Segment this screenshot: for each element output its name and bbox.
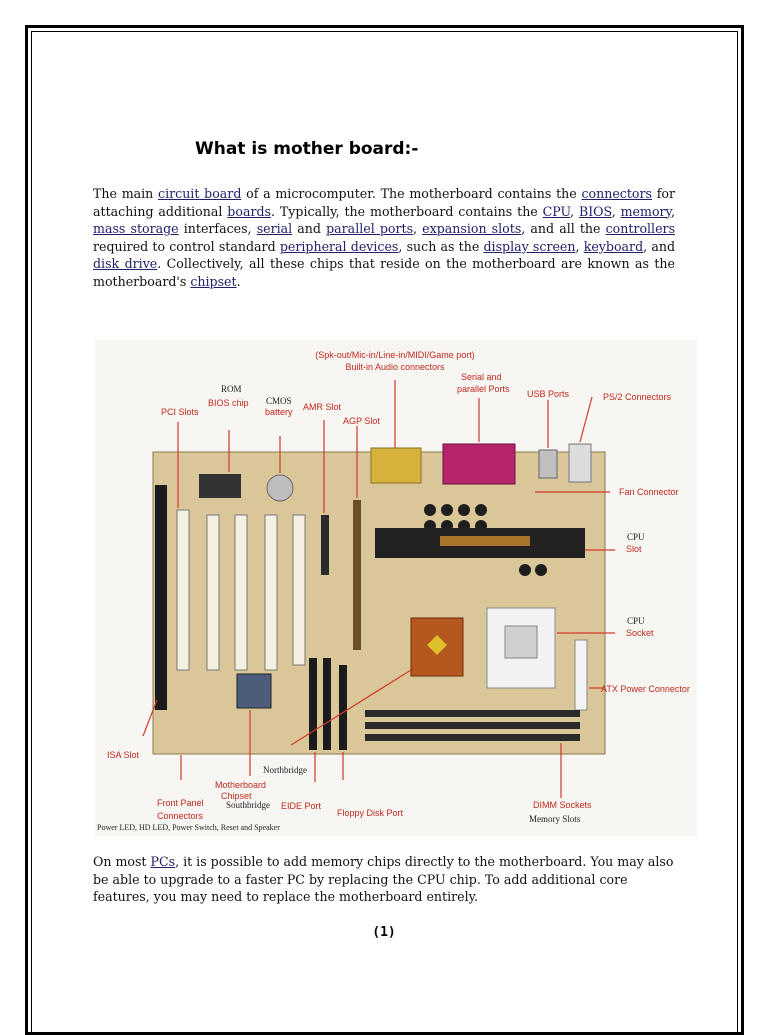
label-cpu-slot-2: Slot xyxy=(626,544,642,554)
label-amr-slot: AMR Slot xyxy=(303,402,342,412)
glossary-link[interactable]: circuit board xyxy=(158,186,242,201)
cmos-battery xyxy=(266,474,294,502)
paragraph-text: , xyxy=(413,221,423,237)
label-eide-port: EIDE Port xyxy=(281,801,322,811)
label-atx-power: ATX Power Connector xyxy=(601,684,690,694)
label-fan-connector: Fan Connector xyxy=(619,487,679,497)
southbridge-chip xyxy=(236,673,272,709)
glossary-link[interactable]: CPU xyxy=(542,203,571,219)
paragraph-text: , and xyxy=(643,238,676,254)
glossary-link[interactable]: disk drive xyxy=(93,256,158,272)
paragraph-text: The main xyxy=(93,186,159,201)
atx-power-connector xyxy=(574,639,588,711)
label-cpu-socket-2: Socket xyxy=(626,628,654,638)
label-floppy-port: Floppy Disk Port xyxy=(337,808,404,818)
paragraph-text: . Collectively, all these chips that res… xyxy=(93,256,675,289)
label-bios-chip: BIOS chip xyxy=(208,398,249,408)
glossary-link[interactable]: keyboard xyxy=(583,238,644,254)
paragraph-text: of a microcomputer. The motherboard cont… xyxy=(241,186,582,201)
serial-parallel-ports xyxy=(442,443,516,485)
label-isa-slot: ISA Slot xyxy=(107,750,140,760)
isa-slot xyxy=(155,485,167,710)
eide-port-1 xyxy=(309,658,317,750)
label-usb-ports: USB Ports xyxy=(527,389,570,399)
callout-arrows xyxy=(142,380,615,798)
label-pci-slots: PCI Slots xyxy=(161,407,199,417)
label-parallel-ports: parallel Ports xyxy=(457,384,510,394)
glossary-link[interactable]: mass storage xyxy=(93,221,179,237)
page-number: (1) xyxy=(372,925,396,940)
paragraph-text: On most xyxy=(93,854,151,869)
glossary-link[interactable]: serial xyxy=(256,221,293,237)
motherboard-diagram: (Spk-out/Mic-in/Line-in/MIDI/Game port) … xyxy=(95,340,697,836)
label-battery: battery xyxy=(265,407,293,417)
glossary-link[interactable]: memory xyxy=(620,203,671,219)
glossary-link[interactable]: chipset xyxy=(190,273,237,289)
paragraph-text: , xyxy=(570,203,579,219)
paragraph-text: required to control standard xyxy=(93,238,280,254)
label-chipset: Chipset xyxy=(221,791,252,801)
paragraph-text: . xyxy=(236,273,241,289)
glossary-link[interactable]: parallel ports xyxy=(326,221,414,237)
agp-slot xyxy=(353,500,361,650)
label-motherboard: Motherboard xyxy=(215,780,266,790)
ps2-connectors xyxy=(568,443,592,483)
paragraph-text: , and all the xyxy=(521,221,606,237)
paragraph-text: , such as the xyxy=(398,238,484,254)
paragraph-text: . Typically, the motherboard contains th… xyxy=(271,203,543,219)
label-audio-connectors: Built-in Audio connectors xyxy=(345,362,445,372)
outro-paragraph: On most PCs, it is possible to add memor… xyxy=(93,853,678,906)
intro-paragraph: The main circuit board of a microcompute… xyxy=(93,185,675,291)
label-cpu-slot-1: CPU xyxy=(627,532,645,542)
label-memory-slots: Memory Slots xyxy=(529,814,581,824)
label-ps2-connectors: PS/2 Connectors xyxy=(603,392,672,402)
usb-ports xyxy=(538,449,558,479)
glossary-link[interactable]: expansion slots xyxy=(422,221,522,237)
label-northbridge: Northbridge xyxy=(263,765,307,775)
label-connectors: Connectors xyxy=(157,811,204,821)
audio-port xyxy=(370,447,422,484)
glossary-link[interactable]: display screen xyxy=(483,238,576,254)
paragraph-text: , xyxy=(611,203,621,219)
label-front-panel: Front Panel xyxy=(157,798,204,808)
glossary-link[interactable]: controllers xyxy=(605,221,676,237)
paragraph-text: interfaces, xyxy=(178,221,257,237)
paragraph-text: , it is possible to add memory chips dir… xyxy=(93,854,674,905)
glossary-link[interactable]: connectors xyxy=(581,186,652,201)
document-title: What is mother board:- xyxy=(195,139,419,159)
paragraph-text: , xyxy=(671,203,676,219)
amr-slot xyxy=(321,515,329,575)
dimm-sockets xyxy=(365,710,580,741)
paragraph-text: and xyxy=(292,221,327,237)
label-cmos: CMOS xyxy=(266,396,292,406)
label-audio-ports: (Spk-out/Mic-in/Line-in/MIDI/Game port) xyxy=(315,350,475,360)
label-agp-slot: AGP Slot xyxy=(343,416,380,426)
glossary-link[interactable]: BIOS xyxy=(578,203,612,219)
glossary-link[interactable]: peripheral devices xyxy=(279,238,399,254)
label-power-line: Power LED, HD LED, Power Switch, Reset a… xyxy=(97,823,280,832)
paragraph-text: for attaching additional xyxy=(93,186,675,219)
label-dimm-sockets: DIMM Sockets xyxy=(533,800,592,810)
paragraph-text: , xyxy=(575,238,584,254)
bios-chip xyxy=(199,474,241,498)
label-serial: Serial and xyxy=(461,372,502,382)
floppy-port xyxy=(339,665,347,750)
label-southbridge: Southbridge xyxy=(226,800,270,810)
motherboard-diagram-svg: (Spk-out/Mic-in/Line-in/MIDI/Game port) … xyxy=(97,350,690,832)
glossary-link[interactable]: boards xyxy=(227,203,271,219)
board-pcb xyxy=(152,451,606,755)
label-rom: ROM xyxy=(221,384,242,394)
pci-slots xyxy=(176,509,306,671)
glossary-link[interactable]: PCs xyxy=(150,854,176,869)
eide-port-2 xyxy=(323,658,331,750)
label-cpu-socket-1: CPU xyxy=(627,616,645,626)
